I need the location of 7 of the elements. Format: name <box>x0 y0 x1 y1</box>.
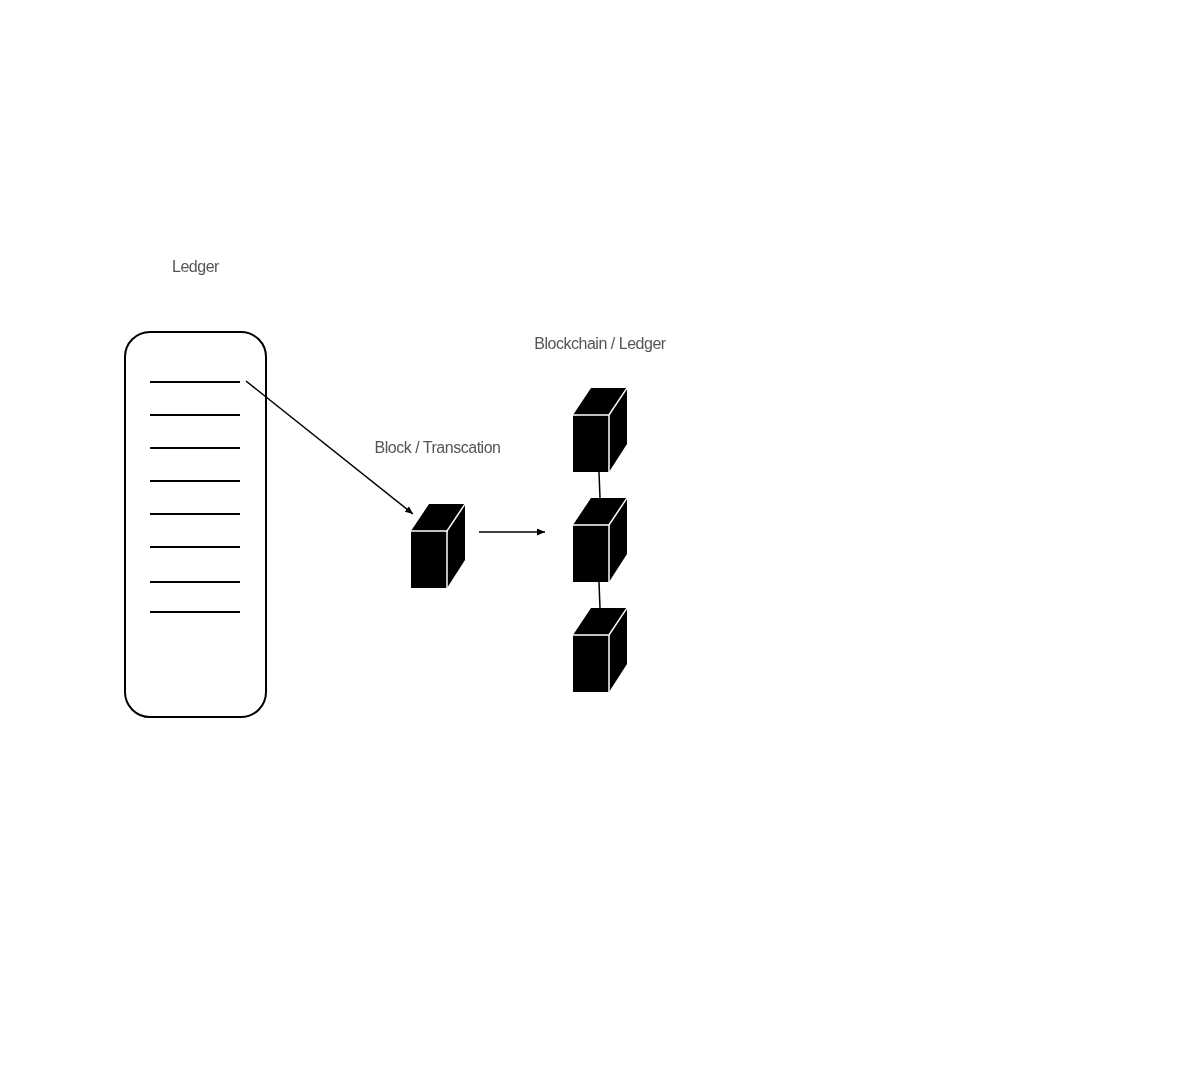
connector-line <box>598 581 601 609</box>
connector-line <box>598 471 601 499</box>
arrow <box>478 528 546 536</box>
node-title: Ledger <box>172 257 219 277</box>
arrow <box>245 380 414 515</box>
node-title: Block / Transcation <box>374 438 501 458</box>
node-title: Blockchain / Ledger <box>534 334 666 354</box>
